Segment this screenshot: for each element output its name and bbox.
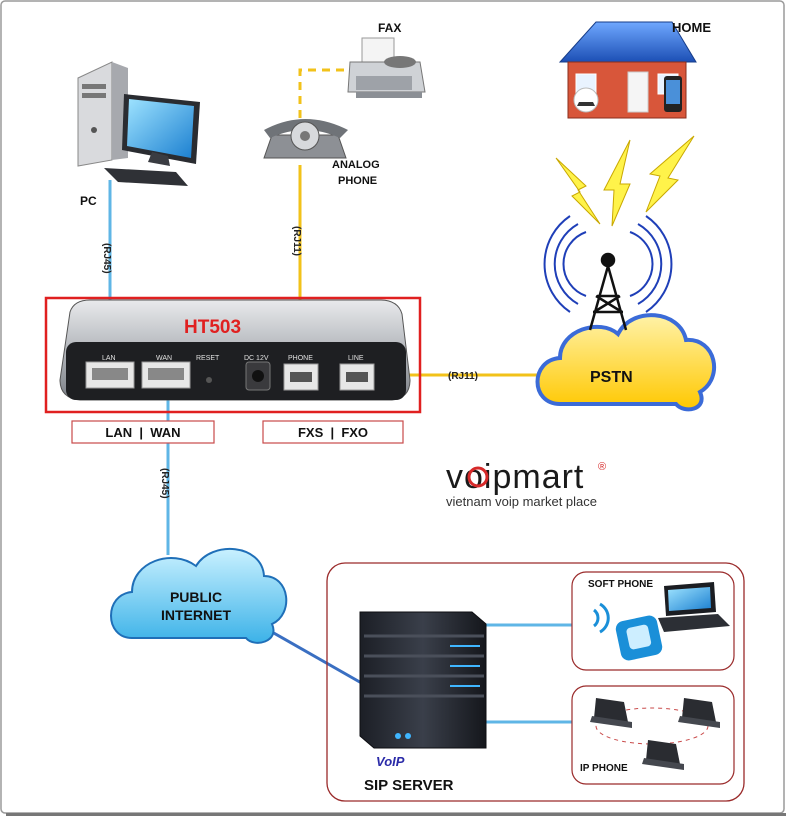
sip-server-label: SIP SERVER <box>364 777 454 794</box>
frame-shadow <box>6 813 786 816</box>
phone-cable-label: (RJ11) <box>291 226 302 256</box>
analog-phone-label-line1: ANALOG <box>332 159 380 171</box>
line-cable-label: (RJ11) <box>448 371 478 382</box>
device-label: HT503 <box>184 317 241 338</box>
tower-icon <box>588 252 628 331</box>
pstn-tower-icon <box>543 215 673 313</box>
reset-port-label: RESET <box>196 355 220 362</box>
sip-zone-frame <box>326 562 745 802</box>
wan-cable-label: (RJ45) <box>159 468 170 499</box>
ip-phone-label: IP PHONE <box>580 763 628 774</box>
voipmart-logo: voipmart ® vietnam voip market place <box>446 458 606 509</box>
pc-cable-label: (RJ45) <box>101 243 112 274</box>
lan-port-label: LAN <box>102 355 116 362</box>
voipmart-logo-brand: voipmart <box>446 458 584 496</box>
home-label: HOME <box>672 20 711 35</box>
line-port-label: LINE <box>348 355 364 362</box>
fxs-fxo-box <box>262 420 404 444</box>
phone-port-label: PHONE <box>288 355 313 362</box>
analog-phone-icon <box>263 119 348 159</box>
voipmart-logo-registered: ® <box>598 461 606 473</box>
public-internet-label-line1: PUBLIC <box>170 589 222 605</box>
internet-server-cable <box>271 630 366 687</box>
fax-icon <box>347 37 426 98</box>
soft-phone-icons <box>592 582 730 661</box>
fxs-fxo-label: FXS | FXO <box>298 425 368 440</box>
ht503-device <box>59 299 411 401</box>
public-internet-cloud <box>110 547 288 644</box>
voipmart-logo-tagline: vietnam voip market place <box>446 494 597 509</box>
pc-label: PC <box>80 194 97 208</box>
fax-dashed-cable <box>298 68 355 118</box>
lightning-bolt-icons <box>555 135 695 227</box>
pstn-label: PSTN <box>590 369 633 386</box>
pstn-cloud <box>535 313 717 412</box>
ip-phone-icons <box>590 698 720 770</box>
analog-phone-label-line2: PHONE <box>338 175 377 187</box>
lan-wan-label: LAN | WAN <box>105 425 180 440</box>
pc-icon <box>77 61 200 186</box>
lan-wan-box <box>71 420 215 444</box>
public-internet-label-line2: INTERNET <box>161 607 231 623</box>
wan-port-label: WAN <box>156 355 172 362</box>
device-highlight-frame <box>44 296 422 414</box>
sip-server-icon <box>359 611 487 749</box>
soft-phone-label: SOFT PHONE <box>588 579 653 590</box>
voip-badge: VoIP <box>376 754 405 769</box>
dc-port-label: DC 12V <box>244 355 269 362</box>
home-icon <box>558 21 697 119</box>
fax-label: FAX <box>378 21 401 35</box>
reset-button <box>206 377 212 383</box>
